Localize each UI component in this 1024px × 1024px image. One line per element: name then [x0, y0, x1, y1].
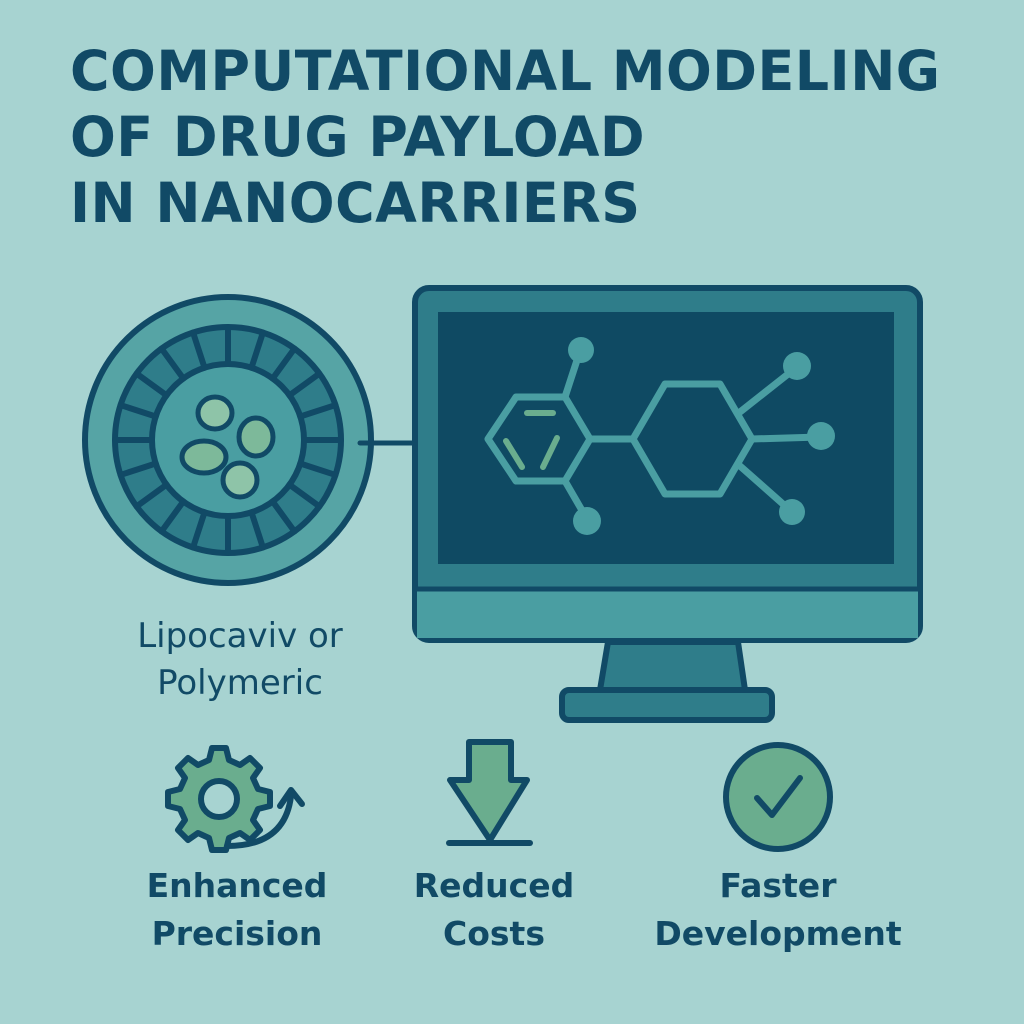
nanocarrier-label-line-1: Lipocaviv or	[137, 616, 343, 656]
check-circle-icon	[723, 742, 833, 852]
nanocarrier-label: Lipocaviv or Polymeric	[100, 613, 380, 707]
title-line-2: OF DRUG PAYLOAD	[70, 105, 646, 169]
benefit-label-line-1: Enhanced	[146, 866, 328, 905]
benefit-label-line-2: Development	[654, 914, 902, 953]
monitor-icon	[412, 285, 923, 723]
drug-payload-particles	[179, 394, 276, 500]
nanocarrier-label-line-2: Polymeric	[157, 663, 323, 703]
page-title: COMPUTATIONAL MODELING OF DRUG PAYLOAD I…	[70, 38, 952, 236]
benefit-faster-development: Faster Development	[638, 862, 918, 958]
molecule-icon	[484, 337, 835, 535]
nanocarrier-icon	[82, 294, 374, 586]
benefit-label-line-2: Costs	[443, 914, 545, 953]
benefit-enhanced-precision: Enhanced Precision	[97, 862, 377, 958]
benefit-label-line-1: Reduced	[413, 866, 575, 905]
benefit-reduced-costs: Reduced Costs	[354, 862, 634, 958]
atom-nodes	[568, 337, 835, 535]
gear-cycle-icon	[165, 745, 305, 853]
title-line-1: COMPUTATIONAL MODELING	[70, 39, 941, 103]
benefit-label-line-2: Precision	[151, 914, 323, 953]
down-arrow-icon	[446, 739, 533, 846]
benefit-label-line-1: Faster	[719, 866, 837, 905]
title-line-3: IN NANOCARRIERS	[70, 171, 641, 235]
